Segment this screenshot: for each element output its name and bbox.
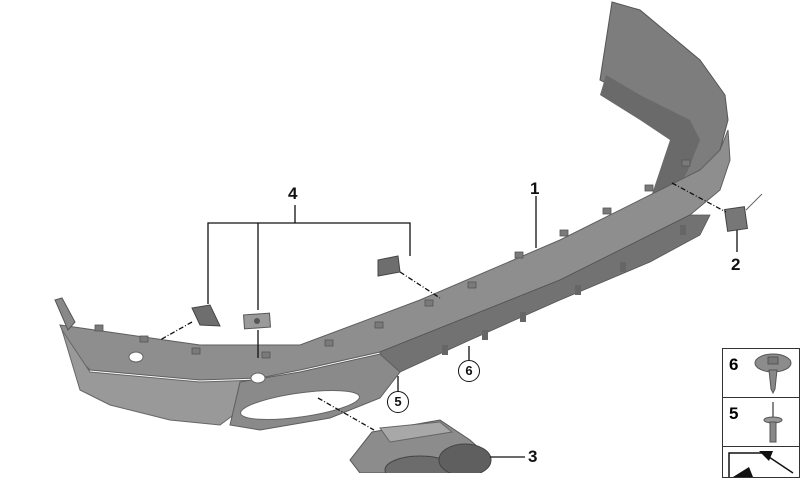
legend-row-6: 6 (723, 349, 799, 398)
tow-hook-cover (671, 182, 763, 252)
legend-row-5: 5 (723, 398, 799, 447)
rear-bumper-trim-panel (54, 1, 731, 431)
legend-label-6: 6 (729, 355, 739, 374)
callout-3: 3 (528, 447, 538, 466)
fastener-legend: 6 5 (722, 348, 800, 478)
clip-nuts (159, 205, 441, 358)
washer-screw-icon (754, 353, 792, 395)
rivet-icon (763, 402, 783, 443)
callout-6-circled: 6 (458, 360, 480, 382)
legend-label-5: 5 (729, 404, 739, 423)
callout-2: 2 (731, 255, 741, 274)
callout-4: 4 (288, 184, 298, 203)
exhaust-tailpipe-trim (317, 397, 525, 473)
callout-5-circled: 5 (387, 391, 409, 413)
callout-1: 1 (530, 179, 540, 198)
